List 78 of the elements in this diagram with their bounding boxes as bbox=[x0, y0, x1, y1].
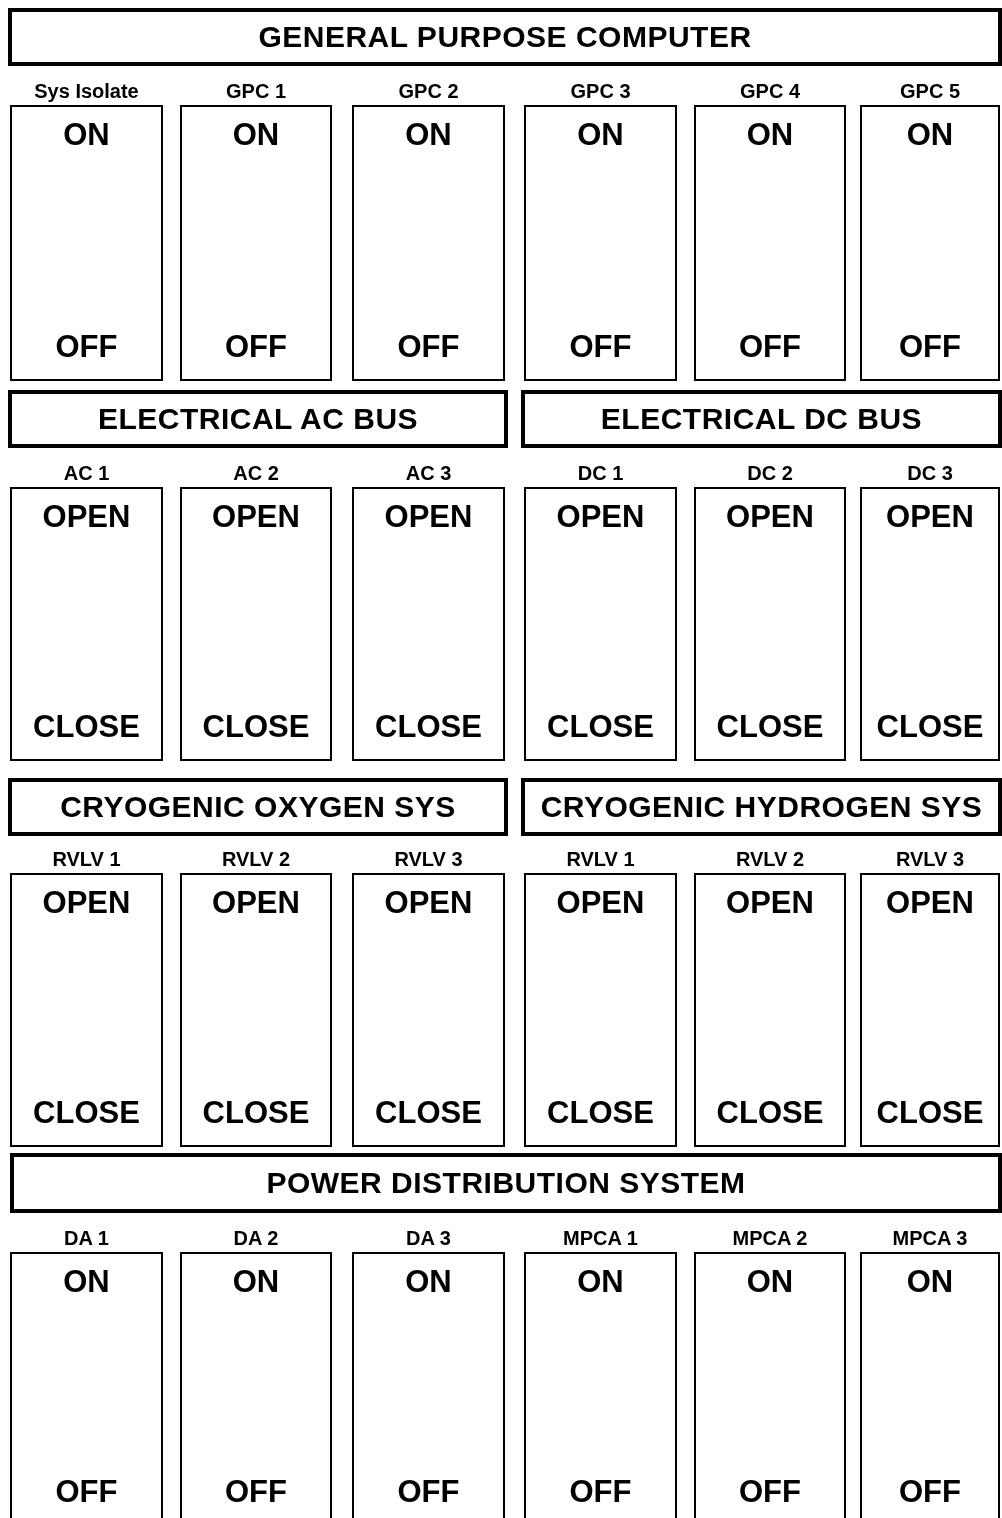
switch-label: DC 2 bbox=[746, 461, 794, 485]
position-label: ON bbox=[62, 1264, 111, 1300]
switch-label: GPC 4 bbox=[739, 79, 801, 103]
position-label: CLOSE bbox=[546, 709, 655, 745]
switch-label: GPC 5 bbox=[899, 79, 961, 103]
section-header: GENERAL PURPOSE COMPUTER bbox=[8, 8, 1002, 66]
switch-label: MPCA 1 bbox=[562, 1226, 639, 1250]
position-label: ON bbox=[62, 117, 111, 153]
position-label: ON bbox=[745, 117, 795, 153]
position-label: CLOSE bbox=[32, 1095, 141, 1131]
position-label: OPEN bbox=[41, 885, 132, 921]
position-label: OFF bbox=[224, 329, 288, 365]
switch-label: RVLV 2 bbox=[220, 847, 292, 871]
section-header: ELECTRICAL AC BUS bbox=[8, 390, 508, 448]
switch-label: DC 3 bbox=[906, 461, 954, 485]
switch-label: AC 2 bbox=[232, 461, 280, 485]
switch-label: RVLV 1 bbox=[51, 847, 122, 871]
position-label: OFF bbox=[898, 1474, 962, 1510]
position-label: OFF bbox=[738, 1474, 802, 1510]
position-label: CLOSE bbox=[374, 1095, 483, 1131]
position-label: CLOSE bbox=[201, 709, 311, 745]
position-label: OPEN bbox=[725, 499, 815, 535]
position-label: OFF bbox=[568, 1474, 633, 1510]
position-label: ON bbox=[404, 117, 453, 153]
section-header: CRYOGENIC OXYGEN SYS bbox=[8, 778, 508, 836]
position-label: OPEN bbox=[885, 885, 975, 921]
switch-label: GPC 2 bbox=[397, 79, 460, 103]
position-label: CLOSE bbox=[374, 709, 483, 745]
position-label: ON bbox=[404, 1264, 453, 1300]
position-label: ON bbox=[231, 1264, 281, 1300]
switch-label: AC 3 bbox=[404, 461, 453, 485]
position-label: CLOSE bbox=[715, 709, 825, 745]
position-label: OFF bbox=[568, 329, 633, 365]
position-label: ON bbox=[745, 1264, 795, 1300]
switch-label: RVLV 2 bbox=[734, 847, 806, 871]
position-label: CLOSE bbox=[875, 1095, 985, 1131]
position-label: OPEN bbox=[725, 885, 815, 921]
switch-label: DA 1 bbox=[63, 1226, 110, 1250]
position-label: OPEN bbox=[383, 499, 474, 535]
position-label: OPEN bbox=[555, 885, 646, 921]
switch-label: GPC 3 bbox=[569, 79, 632, 103]
position-label: OFF bbox=[54, 329, 119, 365]
switch-label: DA 2 bbox=[232, 1226, 280, 1250]
position-label: ON bbox=[905, 1264, 955, 1300]
position-label: OPEN bbox=[555, 499, 646, 535]
position-label: CLOSE bbox=[32, 709, 141, 745]
switch-label: MPCA 3 bbox=[891, 1226, 969, 1250]
position-label: OPEN bbox=[41, 499, 132, 535]
section-header: ELECTRICAL DC BUS bbox=[521, 390, 1002, 448]
position-label: OFF bbox=[898, 329, 962, 365]
section-header: CRYOGENIC HYDROGEN SYS bbox=[521, 778, 1002, 836]
switch-label: GPC 1 bbox=[225, 79, 287, 103]
switch-label: RVLV 3 bbox=[894, 847, 966, 871]
switch-label: RVLV 3 bbox=[393, 847, 464, 871]
position-label: OPEN bbox=[885, 499, 975, 535]
switch-label: MPCA 2 bbox=[731, 1226, 809, 1250]
position-label: ON bbox=[576, 1264, 625, 1300]
position-label: OFF bbox=[54, 1474, 119, 1510]
position-label: ON bbox=[231, 117, 281, 153]
switch-label: DC 1 bbox=[576, 461, 625, 485]
position-label: ON bbox=[905, 117, 955, 153]
switch-label: DA 3 bbox=[405, 1226, 452, 1250]
position-label: OPEN bbox=[383, 885, 474, 921]
position-label: CLOSE bbox=[546, 1095, 655, 1131]
switch-label: RVLV 1 bbox=[565, 847, 636, 871]
position-label: CLOSE bbox=[715, 1095, 825, 1131]
position-label: OFF bbox=[224, 1474, 288, 1510]
position-label: OPEN bbox=[211, 499, 301, 535]
position-label: OPEN bbox=[211, 885, 301, 921]
position-label: OFF bbox=[396, 329, 461, 365]
switch-label: AC 1 bbox=[62, 461, 111, 485]
position-label: OFF bbox=[396, 1474, 461, 1510]
position-label: CLOSE bbox=[875, 709, 985, 745]
position-label: CLOSE bbox=[201, 1095, 311, 1131]
position-label: OFF bbox=[738, 329, 802, 365]
switch-label: Sys Isolate bbox=[33, 79, 140, 103]
section-header: POWER DISTRIBUTION SYSTEM bbox=[10, 1153, 1002, 1213]
position-label: ON bbox=[576, 117, 625, 153]
